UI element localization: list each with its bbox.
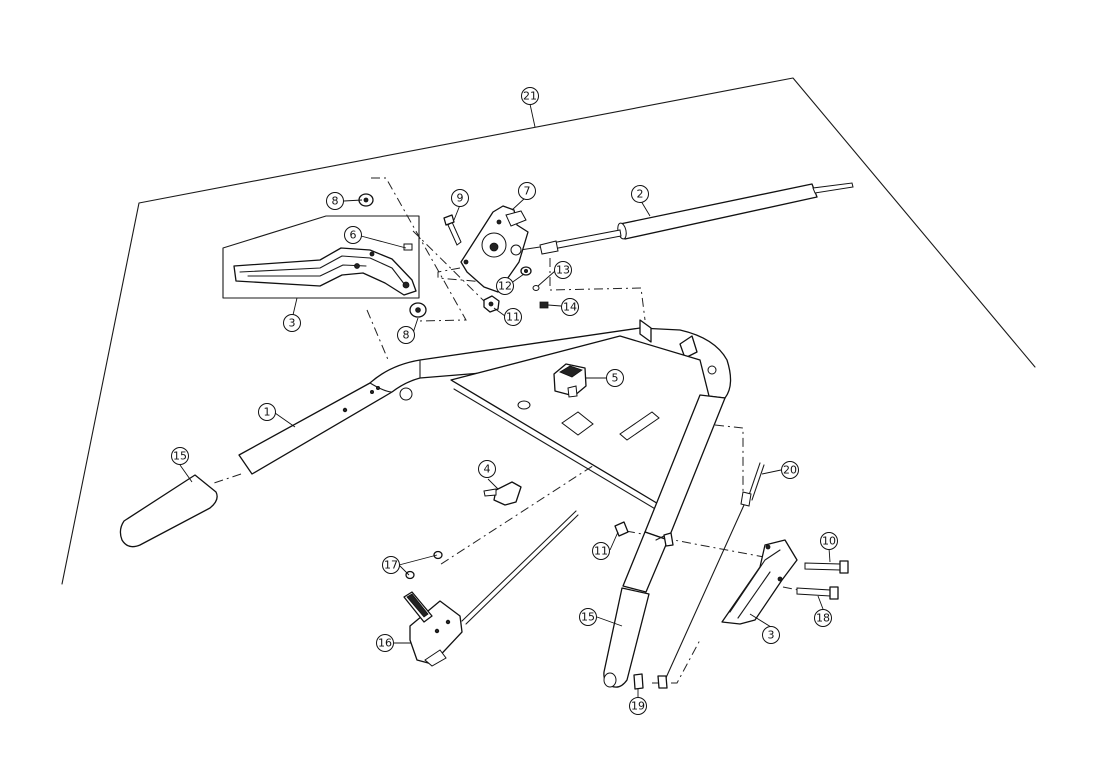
callout-3-upper: 3 bbox=[283, 314, 301, 332]
callout-15-right-label: 15 bbox=[581, 611, 595, 624]
callout-14-label: 14 bbox=[563, 301, 577, 314]
part-10-18-bolts bbox=[796, 560, 849, 600]
callout-8-upper-label: 8 bbox=[332, 195, 339, 208]
callout-8-lower: 8 bbox=[397, 326, 415, 344]
callout-13-label: 13 bbox=[556, 264, 570, 277]
callout-4-label: 4 bbox=[484, 463, 491, 476]
callout-13: 13 bbox=[554, 261, 572, 279]
callout-9-label: 9 bbox=[457, 192, 464, 205]
callout-3-upper-label: 3 bbox=[289, 317, 296, 330]
part-16-control-assembly bbox=[403, 510, 579, 667]
part-7-lever-bracket bbox=[460, 205, 529, 293]
callout-20: 20 bbox=[781, 461, 799, 479]
small-hardware-nuts bbox=[483, 266, 549, 313]
callout-15-right: 15 bbox=[579, 608, 597, 626]
callout-1-label: 1 bbox=[264, 406, 271, 419]
part-9-bolt bbox=[443, 214, 462, 246]
callout-11-upper-label: 11 bbox=[506, 311, 520, 324]
callout-20-label: 20 bbox=[783, 464, 797, 477]
part-17-screws bbox=[405, 550, 443, 580]
callout-1: 1 bbox=[258, 403, 276, 421]
callout-5: 5 bbox=[606, 369, 624, 387]
assembly-boundary-line bbox=[61, 77, 1036, 585]
part-3-inset-box bbox=[222, 215, 420, 299]
control-panel-plate bbox=[450, 335, 711, 511]
callout-12: 12 bbox=[496, 277, 514, 295]
callout-18: 18 bbox=[814, 609, 832, 627]
callout-3-lower: 3 bbox=[762, 626, 780, 644]
callout-16-label: 16 bbox=[378, 637, 392, 650]
part-15-grip-left bbox=[119, 474, 218, 548]
callout-2: 2 bbox=[631, 185, 649, 203]
callout-11-lower: 11 bbox=[592, 542, 610, 560]
callout-11-upper: 11 bbox=[504, 308, 522, 326]
part-6-fastener bbox=[403, 243, 413, 251]
part-8-washers bbox=[358, 193, 427, 318]
callout-6: 6 bbox=[344, 226, 362, 244]
callout-9: 9 bbox=[451, 189, 469, 207]
callout-11-lower-label: 11 bbox=[594, 545, 608, 558]
part-20-cable-rod bbox=[664, 462, 765, 681]
callout-15-left-label: 15 bbox=[173, 450, 187, 463]
part-3-handle-lever bbox=[233, 247, 417, 296]
callout-leaders bbox=[179, 103, 831, 697]
callout-15-left: 15 bbox=[171, 447, 189, 465]
part-19-ferrules bbox=[633, 673, 668, 690]
callout-8-upper: 8 bbox=[326, 192, 344, 210]
callout-18-label: 18 bbox=[816, 612, 830, 625]
part-15-grip-right bbox=[603, 587, 650, 688]
callout-5-label: 5 bbox=[612, 372, 619, 385]
callout-17: 17 bbox=[382, 556, 400, 574]
callout-14: 14 bbox=[561, 298, 579, 316]
callout-17-label: 17 bbox=[384, 559, 398, 572]
tube-brackets bbox=[639, 319, 698, 359]
callout-3-lower-label: 3 bbox=[768, 629, 775, 642]
callout-10: 10 bbox=[820, 532, 838, 550]
part-4-clip bbox=[483, 481, 522, 506]
callout-6-label: 6 bbox=[350, 229, 357, 242]
part-2-cable-tube bbox=[519, 182, 854, 255]
callout-21-label: 21 bbox=[523, 90, 537, 103]
callout-19: 19 bbox=[629, 697, 647, 715]
callout-16: 16 bbox=[376, 634, 394, 652]
part-5-switch bbox=[553, 363, 587, 398]
callout-4: 4 bbox=[478, 460, 496, 478]
callout-21: 21 bbox=[521, 87, 539, 105]
callout-19-label: 19 bbox=[631, 700, 645, 713]
callout-12-label: 12 bbox=[498, 280, 512, 293]
callout-7: 7 bbox=[518, 182, 536, 200]
callout-7-label: 7 bbox=[524, 185, 531, 198]
callout-2-label: 2 bbox=[637, 188, 644, 201]
callout-10-label: 10 bbox=[822, 535, 836, 548]
callout-8-lower-label: 8 bbox=[403, 329, 410, 342]
part-3-lower-bracket bbox=[721, 539, 798, 625]
